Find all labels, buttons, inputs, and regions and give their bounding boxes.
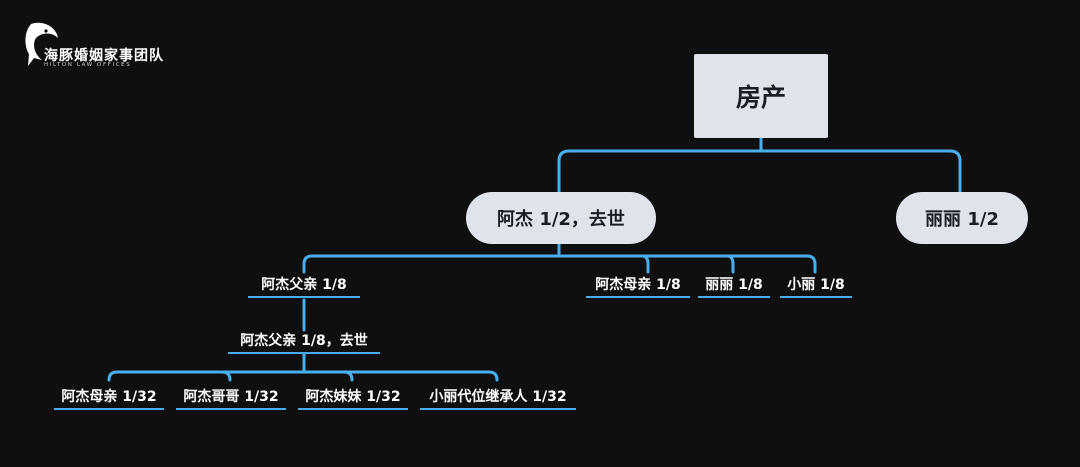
brand-subtitle: HILTON LAW OFFICES: [44, 62, 132, 68]
connector-level2-drop-mother: [640, 254, 650, 274]
label-lili-eighth: 丽丽 1/8: [698, 274, 770, 298]
label-ajie-brother-32: 阿杰哥哥 1/32: [176, 386, 286, 410]
label-ajie-sister-32: 阿杰妹妹 1/32: [298, 386, 408, 410]
node-lili-half: 丽丽 1/2: [896, 192, 1028, 244]
connector-level4-bar: [107, 370, 499, 382]
node-ajie-deceased: 阿杰 1/2，去世: [466, 192, 656, 244]
label-ajie-father-deceased: 阿杰父亲 1/8，去世: [228, 330, 380, 354]
label-ajie-mother-32: 阿杰母亲 1/32: [54, 386, 164, 410]
connector-level2-bar: [302, 254, 817, 274]
label-xiaoli-eighth: 小丽 1/8: [780, 274, 852, 298]
brand-logo: 海豚婚姻家事团队 HILTON LAW OFFICES: [22, 20, 172, 72]
node-property: 房产: [694, 54, 828, 138]
label-ajie-father: 阿杰父亲 1/8: [248, 274, 360, 298]
label-xiaoli-representative-32: 小丽代位继承人 1/32: [420, 386, 576, 410]
connector-level4-drop-brother: [220, 370, 232, 382]
brand-name: 海豚婚姻家事团队: [44, 48, 164, 64]
connector-root-bar: [557, 149, 962, 195]
connector-level4-drop-sister: [342, 370, 354, 382]
label-ajie-mother: 阿杰母亲 1/8: [586, 274, 690, 298]
dolphin-logo-icon: [25, 22, 58, 66]
connector-level2-drop-lili: [725, 254, 735, 274]
